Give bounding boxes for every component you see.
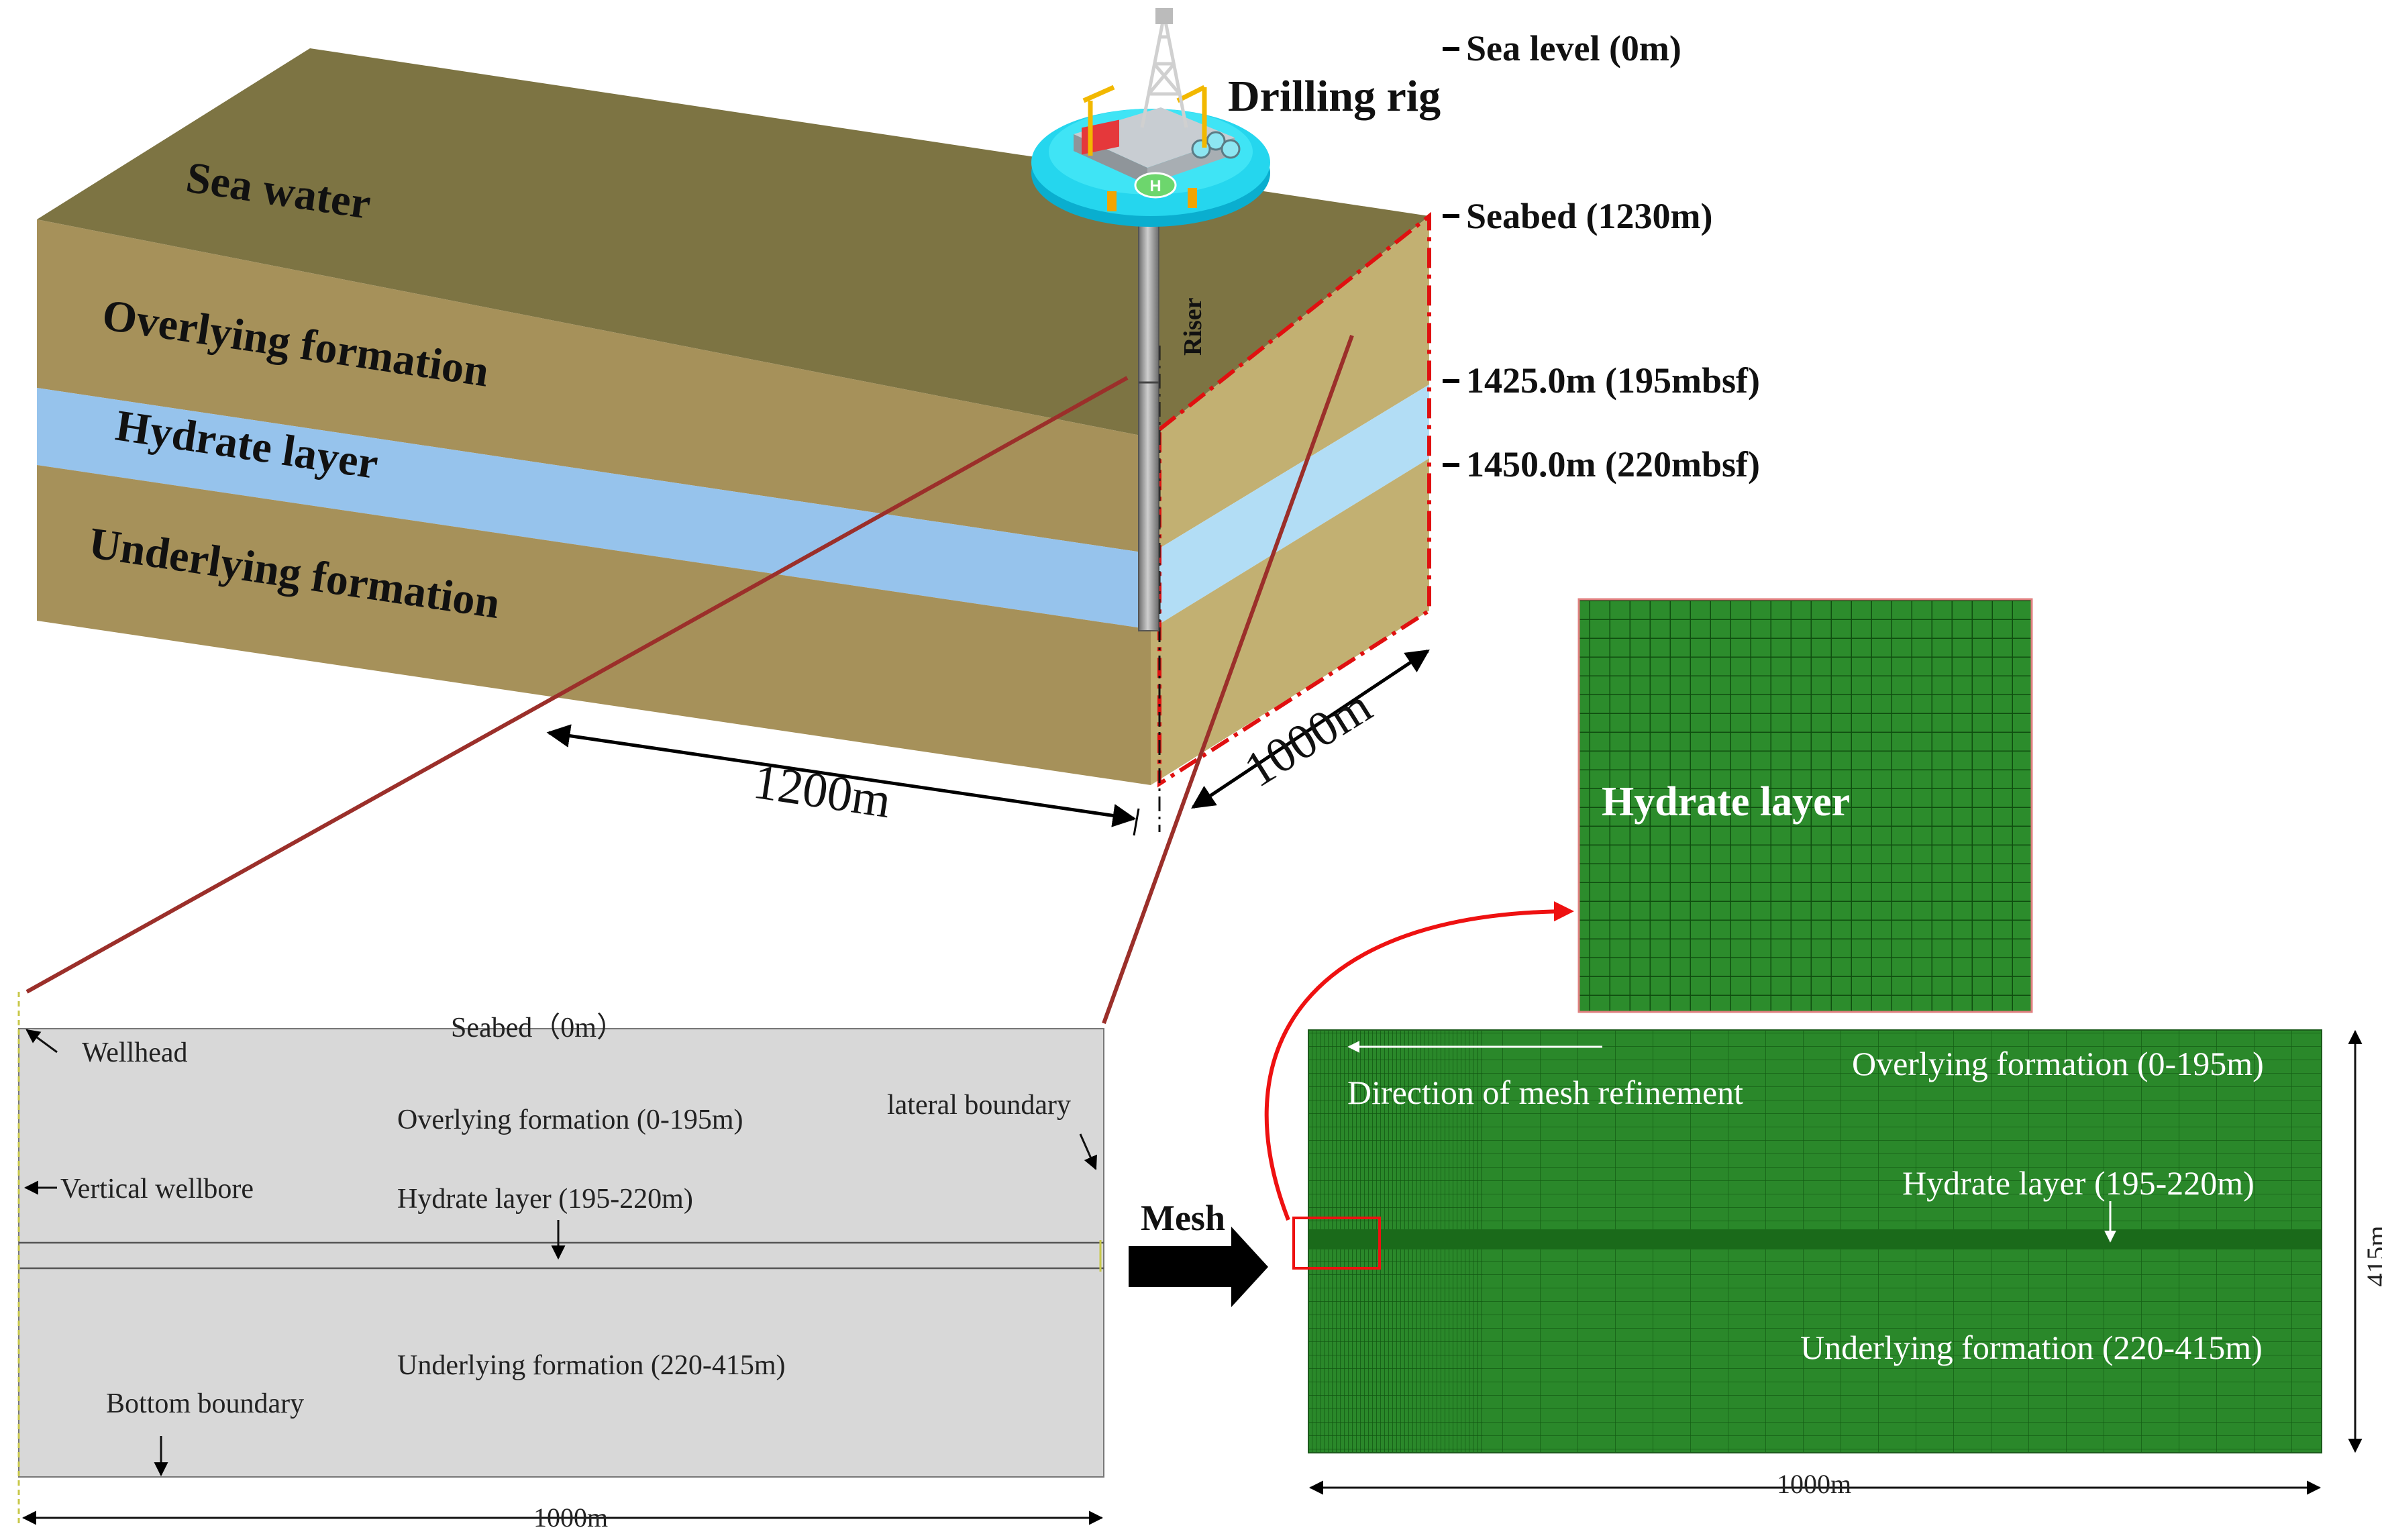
mesh-zoom-label: Hydrate layer	[1602, 779, 1850, 825]
length-dimension-label: 1200m	[749, 754, 894, 829]
svg-text:H: H	[1149, 177, 1161, 195]
width-dimension-arrow	[1191, 649, 1430, 809]
mesh-arrow-label: Mesh	[1141, 1198, 1225, 1238]
depth-scale: Sea level (0m) Seabed (1230m) 1425.0m (1…	[1443, 28, 1760, 484]
wellhead-label: Wellhead	[82, 1037, 188, 1068]
drilling-rig-icon: H	[1031, 8, 1270, 227]
bottom-boundary-label: Bottom boundary	[106, 1388, 304, 1419]
model-2d: Seabed（0m） Wellhead Overlying formation …	[17, 992, 1104, 1533]
lateral-boundary-label: lateral boundary	[887, 1090, 1071, 1121]
model-hydrate-label: Hydrate layer (195-220m)	[397, 1184, 693, 1215]
model-width-label: 1000m	[533, 1502, 608, 1533]
mesh-zoom-selection	[1292, 1217, 1381, 1270]
mesh-overlying-label: Overlying formation (0-195m)	[1852, 1045, 2264, 1082]
mesh-width-label: 1000m	[1777, 1469, 1851, 1499]
mesh-panel: Direction of mesh refinement Overlying f…	[1264, 598, 2382, 1499]
hydrate-front-face	[37, 388, 1151, 629]
drilling-rig-label: Drilling rig	[1228, 72, 1441, 121]
mesh-arrow: Mesh	[1129, 1198, 1268, 1307]
riser-pipe	[1138, 215, 1159, 631]
hydrate-top-depth-label: 1425.0m (195mbsf)	[1466, 360, 1760, 401]
model-underlying-label: Underlying formation (220-415m)	[397, 1350, 786, 1381]
sea-level-label: Sea level (0m)	[1466, 28, 1681, 68]
sea-water-top-face	[37, 48, 1429, 438]
block-3d: H Riser Sea water Overlying formation Hy…	[37, 8, 1760, 836]
hydrate-bottom-depth-label: 1450.0m (220mbsf)	[1466, 444, 1760, 484]
length-dimension-arrow	[546, 724, 1137, 827]
riser-label: Riser	[1179, 297, 1207, 356]
model-seabed-label: Seabed（0m）	[451, 1013, 625, 1043]
model-overlying-label: Overlying formation (0-195m)	[397, 1105, 743, 1135]
seabed-depth-label: Seabed (1230m)	[1466, 196, 1712, 236]
mesh-zoom-inset	[1577, 598, 2033, 1013]
underlying-front-face	[37, 465, 1151, 785]
vertical-wellbore-label: Vertical wellbore	[60, 1174, 254, 1204]
mesh-zoom-connector	[1264, 901, 1574, 1221]
mesh-height-label: 415m	[2361, 1225, 2382, 1286]
mesh-underlying-label: Underlying formation (220-415m)	[1800, 1329, 2263, 1366]
mesh-hydrate-label: Hydrate layer (195-220m)	[1902, 1164, 2255, 1202]
zoom-line-left	[25, 376, 1129, 994]
overlying-front-face	[37, 219, 1151, 554]
overlying-side-face	[1151, 216, 1429, 554]
mesh-hydrate-band	[1308, 1229, 2322, 1249]
zoom-line-right	[1102, 334, 1354, 1025]
refinement-direction-label: Direction of mesh refinement	[1347, 1074, 1743, 1111]
